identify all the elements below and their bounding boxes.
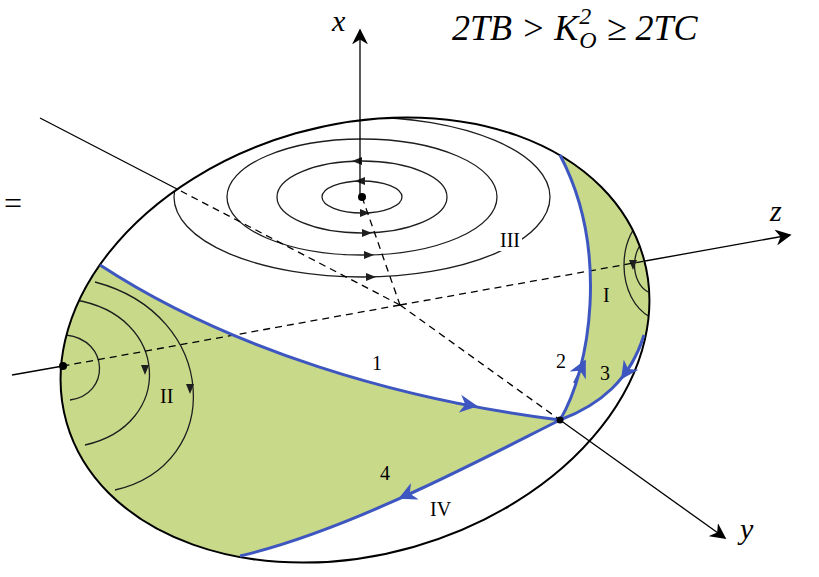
curve-number: 2 [556,350,566,372]
separatrix-curves [100,155,644,556]
axis-label: x [332,4,345,37]
green-region [0,80,819,577]
equals-sign: = [4,186,22,221]
axis-label: y [740,512,753,545]
curve-number: 4 [380,462,390,484]
energy-condition: 2TB > K2O ≥ 2TC [452,4,697,52]
region-label: I [603,284,610,306]
region-label: III [498,229,522,251]
index-stack: 2O [579,4,596,52]
trajectory-lines [66,117,652,490]
formula-part: ≥ 2TC [607,7,698,49]
formula-subscript: O [579,28,596,52]
ellipsoid-outline [7,51,702,577]
region-label: II [160,385,173,407]
formula-part: 2TB > K [452,7,578,49]
separatrix-arrows [400,361,633,498]
pole-dots [59,193,564,424]
curve-number: 3 [600,362,610,384]
trajectory-arrows [141,157,637,394]
formula-superscript: 2 [579,4,596,28]
region-label: IV [430,498,451,520]
curve-number: 1 [372,352,382,374]
axis-label: z [770,194,782,227]
axes [12,30,790,538]
